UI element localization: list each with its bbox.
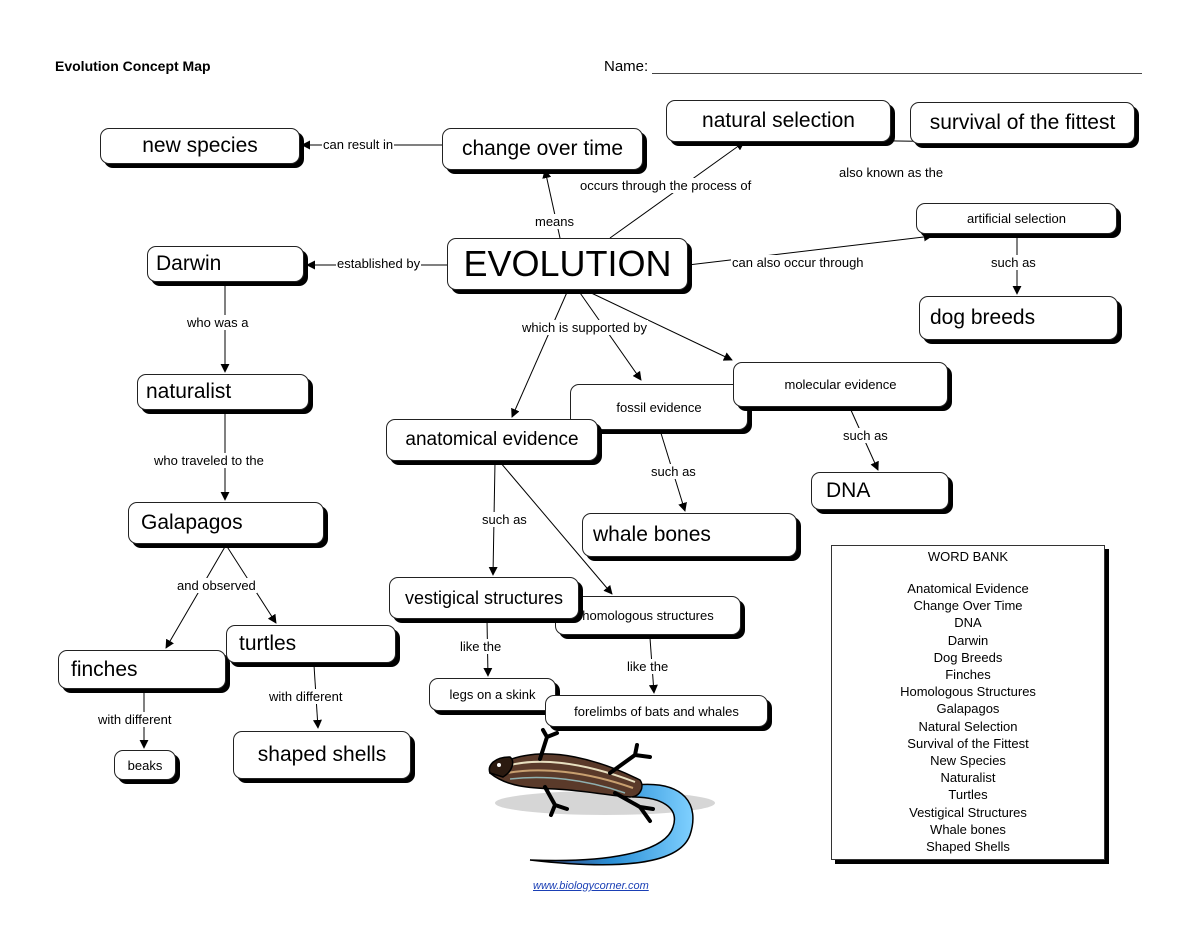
link-and-observed: and observed (176, 578, 257, 593)
name-field-line (652, 73, 1142, 74)
word-bank-item: Turtles (948, 787, 988, 803)
link-can-result-in: can result in (322, 137, 395, 152)
word-bank-item: Dog Breeds (933, 649, 1003, 665)
link-also-known-as: also known as the (838, 165, 945, 180)
node-naturalist: naturalist (137, 374, 309, 410)
node-vestigial-structures: vestigical structures (389, 577, 579, 619)
word-bank-item: Finches (945, 667, 991, 683)
link-such-as-whale: such as (650, 464, 697, 479)
page-title: Evolution Concept Map (55, 58, 211, 74)
word-bank-title: WORD BANK (927, 549, 1009, 564)
link-such-as-dog: such as (990, 255, 1037, 270)
node-fossil-evidence: fossil evidence (570, 384, 748, 430)
node-finches: finches (58, 650, 226, 689)
node-legs-on-a-skink: legs on a skink (429, 678, 556, 711)
word-bank-item: DNA (954, 615, 982, 631)
node-artificial-selection: artificial selection (916, 203, 1117, 234)
link-traveled-to: who traveled to the (153, 453, 265, 468)
word-bank-item: Shaped Shells (926, 839, 1010, 855)
link-supported-by: which is supported by (521, 320, 649, 335)
node-turtles: turtles (226, 625, 396, 663)
node-forelimbs: forelimbs of bats and whales (545, 695, 768, 727)
node-beaks: beaks (114, 750, 176, 780)
word-bank-item: Vestigical Structures (909, 804, 1027, 820)
node-shaped-shells: shaped shells (233, 731, 411, 779)
word-bank-item: Naturalist (940, 770, 996, 786)
word-bank-item: Homologous Structures (900, 684, 1036, 700)
node-new-species: new species (100, 128, 300, 164)
node-dog-breeds: dog breeds (919, 296, 1118, 340)
word-bank-item: Anatomical Evidence (907, 581, 1029, 596)
word-bank-item: Change Over Time (913, 598, 1023, 614)
word-bank-item: Whale bones (930, 821, 1006, 837)
node-dna: DNA (811, 472, 949, 510)
word-bank-item: Darwin (947, 632, 989, 648)
link-occurs-through: occurs through the process of (579, 178, 753, 193)
node-natural-selection: natural selection (666, 100, 891, 142)
link-with-different-shells: with different (268, 689, 344, 704)
node-darwin: Darwin (147, 246, 304, 282)
word-bank-item: Survival of the Fittest (907, 735, 1029, 751)
link-like-the-forelimbs: like the (626, 659, 670, 674)
link-established-by: established by (336, 256, 422, 271)
node-change-over-time: change over time (442, 128, 643, 170)
node-galapagos: Galapagos (128, 502, 324, 544)
link-such-as-anatomical: such as (481, 512, 528, 527)
node-whale-bones: whale bones (582, 513, 797, 557)
node-survival-of-the-fittest: survival of the fittest (910, 102, 1135, 144)
link-means: means (534, 214, 576, 229)
skink-illustration (488, 728, 715, 866)
name-label: Name: (604, 58, 649, 75)
node-anatomical-evidence: anatomical evidence (386, 419, 598, 461)
node-molecular-evidence: molecular evidence (733, 362, 948, 407)
link-such-as-dna: such as (842, 428, 889, 443)
source-link[interactable]: www.biologycorner.com (533, 880, 649, 892)
link-like-the-legs: like the (459, 639, 503, 654)
word-bank-item: Natural Selection (918, 718, 1018, 734)
link-can-also-occur-through: can also occur through (731, 255, 865, 270)
link-with-different-beaks: with different (97, 712, 173, 727)
word-bank-item: New Species (930, 753, 1006, 769)
node-homologous-structures: homologous structures (555, 596, 741, 635)
link-who-was-a: who was a (186, 315, 250, 330)
word-bank: WORD BANK Anatomical Evidence Change Ove… (831, 545, 1105, 860)
node-evolution: EVOLUTION (447, 238, 688, 290)
word-bank-item: Galapagos (936, 701, 1000, 717)
